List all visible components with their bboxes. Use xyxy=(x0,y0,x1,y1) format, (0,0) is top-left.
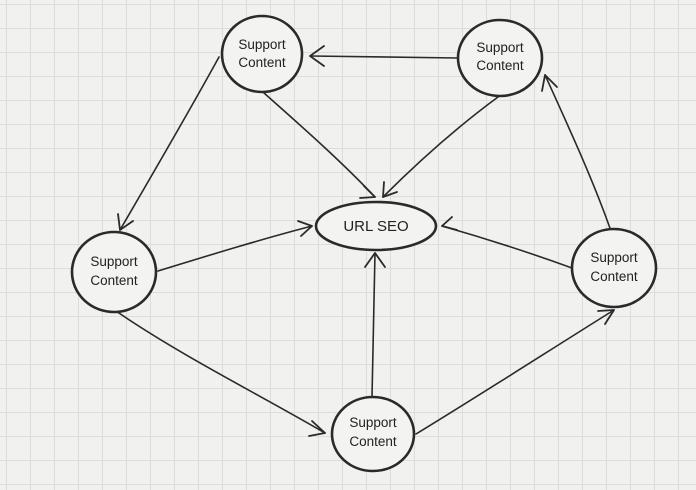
node-left-outline xyxy=(70,230,158,314)
node-left-line1: Support xyxy=(90,254,138,269)
arrowhead-center-from-right xyxy=(441,216,458,231)
edge-right-to-top-right xyxy=(544,74,612,232)
node-top-left-line1: Support xyxy=(238,37,286,52)
node-top-right-outline xyxy=(456,18,544,98)
node-bottom: Support Content xyxy=(330,395,416,473)
arrowhead-center-from-bottom xyxy=(364,252,386,268)
arrowhead-center-from-top-right xyxy=(382,181,398,198)
arrowhead-top-right xyxy=(541,74,558,92)
node-right-line1: Support xyxy=(590,250,638,265)
edge-top-right-to-center xyxy=(382,96,499,198)
arrowhead-right xyxy=(597,309,615,325)
node-bottom-line2: Content xyxy=(349,434,397,449)
arrowhead-bottom xyxy=(308,420,326,437)
node-right-line2: Content xyxy=(590,269,638,284)
arrowhead-center-from-top-left xyxy=(359,185,376,199)
edge-top-right-to-top-left xyxy=(309,55,459,59)
center-node-label: URL SEO xyxy=(343,218,408,235)
node-top-left-outline xyxy=(220,14,304,94)
node-left: Support Content xyxy=(70,230,158,314)
arrowhead-center-from-left xyxy=(297,220,313,237)
node-top-right: Support Content xyxy=(456,18,544,98)
edge-bottom-to-right xyxy=(415,309,615,435)
center-node-outline xyxy=(314,200,438,252)
node-right: Support Content xyxy=(570,227,658,309)
edge-left-to-bottom xyxy=(115,310,326,434)
node-left-line2: Content xyxy=(90,273,138,288)
edge-top-left-to-center xyxy=(263,92,376,198)
node-top-right-line2: Content xyxy=(476,58,524,73)
node-top-left: Support Content xyxy=(220,14,304,94)
edge-bottom-to-center xyxy=(371,252,376,398)
edge-top-left-to-left xyxy=(119,56,220,231)
ring-edges xyxy=(115,45,615,437)
center-node: URL SEO xyxy=(314,200,438,252)
node-right-outline xyxy=(570,227,658,309)
node-bottom-line1: Support xyxy=(349,415,397,430)
node-top-left-line2: Content xyxy=(238,55,286,70)
spoke-edges xyxy=(157,92,573,398)
arrowhead-left xyxy=(117,213,134,231)
edge-right-to-center xyxy=(441,225,573,269)
edge-left-to-center xyxy=(157,225,313,272)
arrowhead-top-left xyxy=(309,45,325,67)
node-bottom-outline xyxy=(330,395,416,473)
node-top-right-line1: Support xyxy=(476,40,524,55)
